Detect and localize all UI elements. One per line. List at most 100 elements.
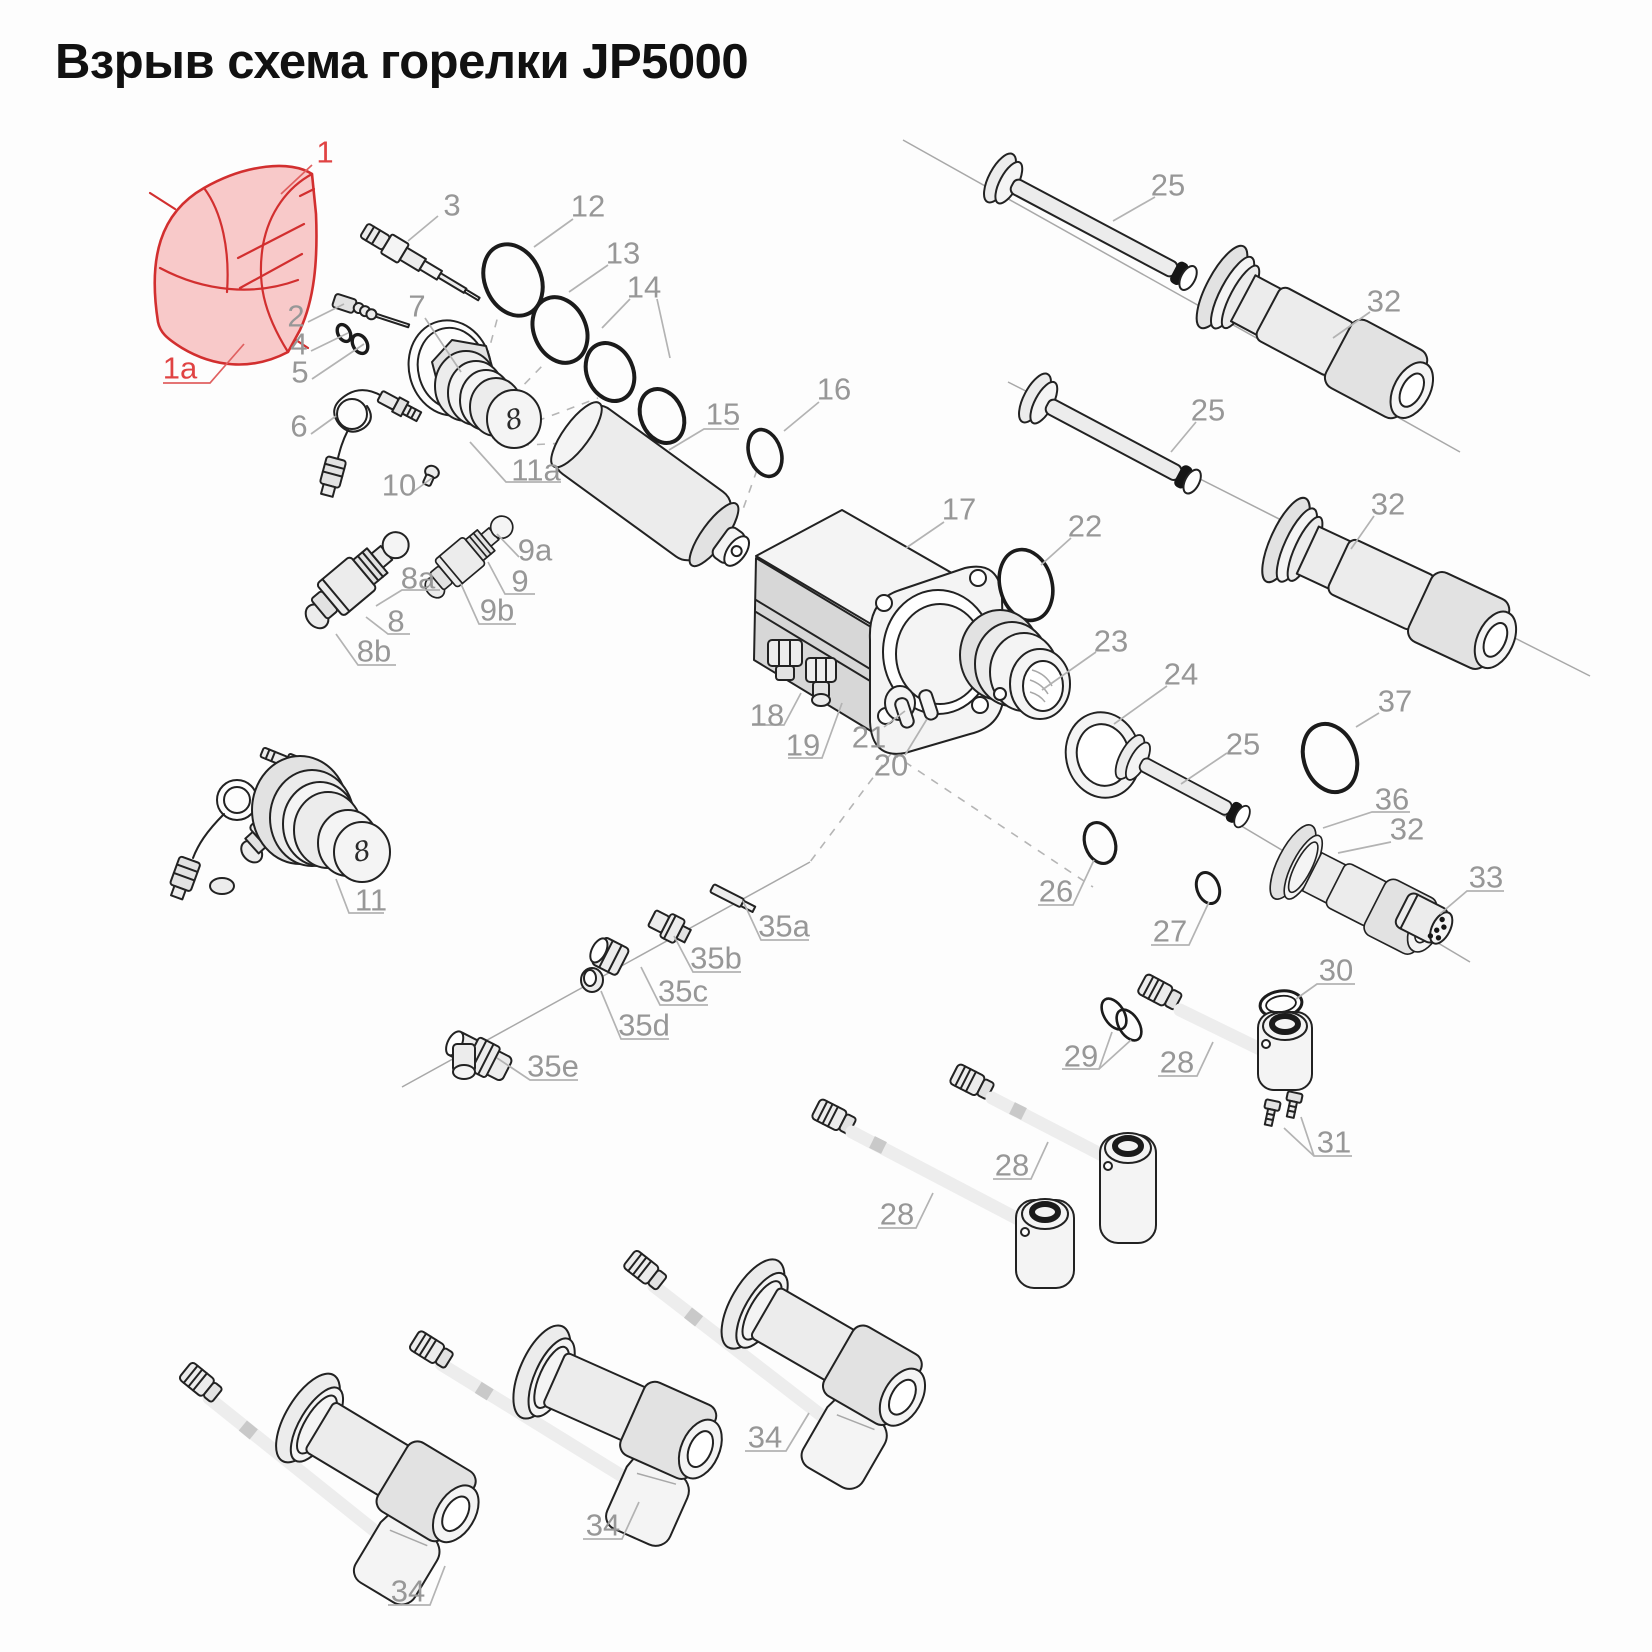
leader-line bbox=[460, 583, 516, 625]
part-label-4: 4 bbox=[290, 327, 307, 362]
callout-labels: 11a2345678a88b9a99b101111a12131415161718… bbox=[163, 135, 1504, 1609]
part-label-7: 7 bbox=[408, 289, 425, 324]
leader-line bbox=[307, 303, 345, 323]
part-ring-29 bbox=[1100, 997, 1143, 1042]
part-electrode bbox=[359, 223, 481, 302]
part-35e-tee bbox=[445, 1030, 513, 1082]
part-label-28: 28 bbox=[1160, 1045, 1194, 1080]
part-label-35a: 35a bbox=[758, 909, 810, 944]
part-label-35e: 35e bbox=[527, 1049, 579, 1084]
part-label-10: 10 bbox=[382, 468, 416, 503]
part-label-17: 17 bbox=[942, 492, 976, 527]
part-label-27: 27 bbox=[1153, 914, 1187, 949]
part-label-1: 1 bbox=[316, 135, 333, 170]
leader-line bbox=[365, 616, 410, 635]
part-label-24: 24 bbox=[1164, 657, 1198, 692]
part-label-9a: 9a bbox=[518, 533, 553, 568]
part-fitting-18 bbox=[767, 639, 803, 681]
part-label-15: 15 bbox=[706, 397, 740, 432]
part-label-3: 3 bbox=[443, 188, 460, 223]
part-oring-22 bbox=[997, 547, 1055, 623]
part-label-8a: 8a bbox=[401, 561, 436, 596]
part-label-25: 25 bbox=[1191, 393, 1225, 428]
leader-line bbox=[583, 1501, 640, 1540]
part-label-35b: 35b bbox=[690, 941, 742, 976]
leader-line bbox=[788, 702, 843, 759]
leader-line bbox=[1439, 890, 1504, 915]
leader-line bbox=[1041, 651, 1097, 691]
leader-line bbox=[905, 521, 945, 549]
leader-line bbox=[742, 900, 809, 941]
part-insert-23 bbox=[959, 609, 1071, 720]
part-label-30: 30 bbox=[1319, 953, 1353, 988]
part-35b-fitting bbox=[647, 909, 692, 944]
leader-line bbox=[407, 215, 439, 242]
leader-line bbox=[388, 1565, 446, 1606]
leader-line bbox=[335, 878, 384, 914]
part-label-37: 37 bbox=[1378, 684, 1412, 719]
part-label-28: 28 bbox=[880, 1197, 914, 1232]
part-flange-36 bbox=[1269, 824, 1324, 900]
part-label-35c: 35c bbox=[658, 974, 708, 1009]
part-label-34: 34 bbox=[586, 1508, 620, 1543]
part-label-9: 9 bbox=[511, 564, 528, 599]
part-label-13: 13 bbox=[606, 236, 640, 271]
part-label-11a: 11a bbox=[511, 453, 561, 488]
part-35c-nut bbox=[589, 937, 630, 976]
part-label-34: 34 bbox=[748, 1420, 782, 1455]
leader-line bbox=[496, 533, 520, 558]
part-cylinder-15 bbox=[550, 401, 751, 568]
part-cover-red bbox=[148, 164, 318, 366]
part-label-12: 12 bbox=[571, 189, 605, 224]
part-label-1a: 1a bbox=[163, 351, 198, 386]
leader-line bbox=[745, 1412, 810, 1452]
part-rod-25-mid bbox=[1018, 372, 1202, 495]
leader-line bbox=[412, 477, 433, 493]
leader-line bbox=[163, 343, 245, 384]
part-main-body-17 bbox=[753, 509, 1005, 755]
part-label-32: 32 bbox=[1390, 812, 1424, 847]
leader-line bbox=[1295, 983, 1355, 1000]
leader-line bbox=[1337, 841, 1392, 854]
leader-line bbox=[1350, 515, 1375, 550]
part-oring-14a bbox=[583, 341, 637, 403]
part-oring-26 bbox=[1082, 821, 1118, 865]
part-label-32: 32 bbox=[1367, 284, 1401, 319]
part-label-8b: 8b bbox=[357, 634, 391, 669]
leader-line bbox=[1158, 1041, 1214, 1077]
leader-line bbox=[1300, 1116, 1315, 1157]
part-label-21: 21 bbox=[852, 720, 886, 755]
part-nozzle-32-top bbox=[1195, 244, 1435, 420]
part-pin-21 bbox=[894, 697, 915, 729]
part-label-26: 26 bbox=[1039, 874, 1073, 909]
part-35d-ring bbox=[580, 967, 604, 993]
part-oring-27 bbox=[1194, 871, 1222, 905]
part-label-18: 18 bbox=[750, 698, 784, 733]
leader-line bbox=[601, 298, 631, 329]
part-rod-25-low bbox=[1114, 734, 1251, 829]
part-label-11: 11 bbox=[355, 883, 387, 918]
page-title: Взрыв схема горелки JP5000 bbox=[55, 35, 749, 89]
part-atomizer-33 bbox=[1394, 892, 1454, 945]
leader-line bbox=[280, 164, 313, 195]
leader-line bbox=[1098, 1039, 1132, 1070]
part-oring-4 bbox=[335, 322, 353, 344]
leader-line bbox=[1322, 811, 1410, 829]
leader-line bbox=[993, 1141, 1049, 1180]
leader-line bbox=[1170, 421, 1197, 453]
leader-line bbox=[1355, 712, 1380, 728]
part-screw-10 bbox=[422, 464, 440, 487]
leader-line bbox=[600, 990, 669, 1040]
leader-line bbox=[487, 561, 535, 595]
part-label-35d: 35d bbox=[618, 1008, 670, 1043]
part-label-19: 19 bbox=[786, 728, 820, 763]
part-hose-28-right bbox=[1137, 973, 1313, 1091]
leader-line bbox=[668, 428, 739, 451]
part-oring-14b bbox=[637, 387, 687, 445]
part-pin-20 bbox=[918, 689, 939, 721]
leader-line bbox=[1332, 311, 1371, 339]
leader-line bbox=[1112, 196, 1156, 222]
part-label-25: 25 bbox=[1151, 168, 1185, 203]
leader-line bbox=[335, 633, 396, 666]
